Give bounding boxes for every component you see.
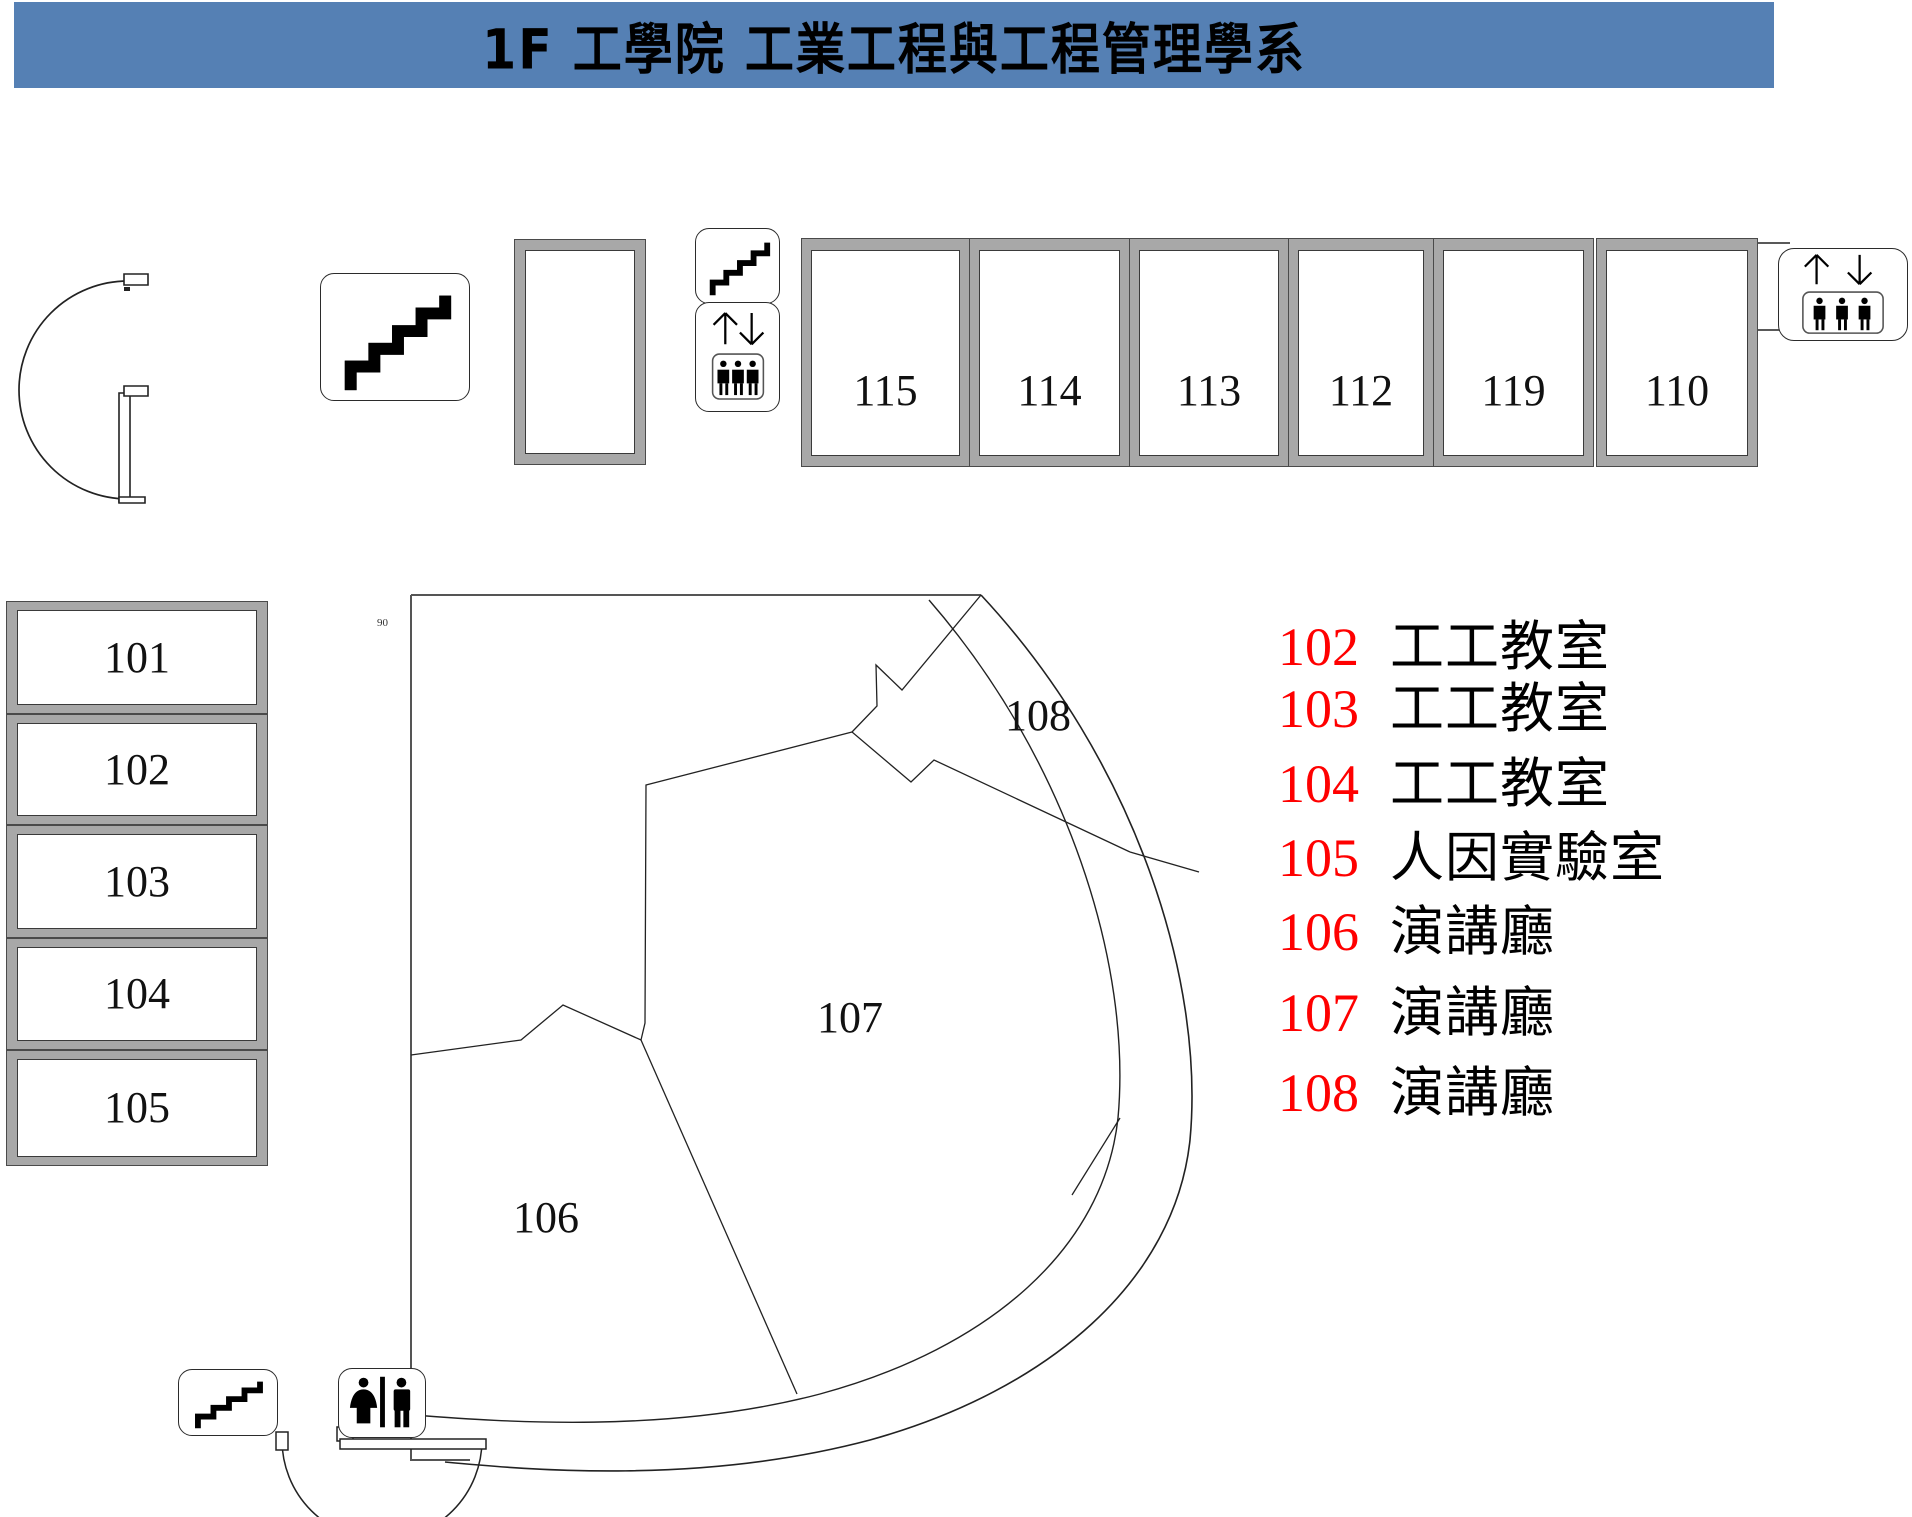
room-number: 103 <box>104 856 170 906</box>
room-legend: 102 工工教室 103 工工教室 104 工工教室 105 人因實驗室 106… <box>1278 615 1898 1126</box>
legend-row: 107 演講廳 <box>1278 980 1898 1044</box>
room-number: 114 <box>1017 366 1082 415</box>
corridor-wall-bottom <box>340 1439 486 1449</box>
fan-radial-wall <box>641 1040 797 1394</box>
room-box-110[interactable]: 110 <box>1596 238 1758 467</box>
room-box-102[interactable]: 102 <box>6 714 268 825</box>
legend-room-label: 人因實驗室 <box>1390 825 1665 889</box>
room-box-114[interactable]: 114 <box>969 238 1130 467</box>
elevator-icon-plaque-top-right[interactable] <box>1778 248 1908 341</box>
room-interior: 115 <box>811 250 960 456</box>
door-marker-left <box>276 1432 288 1450</box>
room-number: 119 <box>1481 366 1546 415</box>
legend-row: 102 工工教室 <box>1278 615 1898 678</box>
legend-room-label: 演講廳 <box>1390 1060 1555 1124</box>
room-interior: 114 <box>979 250 1120 456</box>
fan-divider-108-107 <box>852 595 1130 852</box>
room-box-unnumbered[interactable] <box>514 239 646 465</box>
legend-row: 108 演講廳 <box>1278 1060 1898 1124</box>
stairs-icon-plaque-top-left[interactable] <box>320 273 470 401</box>
room-box-103[interactable]: 103 <box>6 825 268 938</box>
legend-row: 105 人因實驗室 <box>1278 825 1898 889</box>
legend-room-number: 102 <box>1278 617 1359 677</box>
hall-label-107: 107 <box>817 993 883 1042</box>
fan-outer-arc <box>445 595 1192 1471</box>
room-number: 101 <box>104 632 170 682</box>
elevator-icon-plaque-top-middle[interactable] <box>695 302 780 412</box>
legend-row: 104 工工教室 <box>1278 751 1898 815</box>
room-interior: 105 <box>17 1059 257 1157</box>
legend-room-label: 工工教室 <box>1390 751 1610 815</box>
stairwell-wall <box>119 393 130 502</box>
door-marker-mid <box>124 386 148 396</box>
room-number: 115 <box>853 366 918 415</box>
hall-label-106: 106 <box>513 1193 579 1242</box>
room-number: 105 <box>104 1083 170 1132</box>
legend-room-label: 演講廳 <box>1390 900 1555 964</box>
room-box-101[interactable]: 101 <box>6 601 268 714</box>
fan-connector-108 <box>1130 852 1199 872</box>
room-interior <box>525 250 635 454</box>
restroom-icon-plaque[interactable] <box>338 1368 426 1438</box>
fan-left-wall <box>411 595 470 1460</box>
room-number: 112 <box>1328 366 1394 415</box>
legend-room-number: 105 <box>1278 827 1359 888</box>
room-interior: 112 <box>1298 250 1424 456</box>
stairs-icon <box>709 242 771 296</box>
room-box-104[interactable]: 104 <box>6 938 268 1050</box>
fan-inner-arc <box>413 600 1120 1422</box>
legend-room-label: 工工教室 <box>1390 677 1610 741</box>
room-interior: 104 <box>17 947 257 1041</box>
elevator-icon <box>711 312 765 400</box>
room-number: 102 <box>104 744 170 794</box>
fan-partition-outer-a <box>1072 1118 1120 1195</box>
legend-room-number: 103 <box>1278 679 1359 740</box>
room-interior: 102 <box>17 723 257 816</box>
door-marker-top <box>124 274 148 285</box>
room-interior: 119 <box>1443 250 1584 456</box>
legend-room-number: 107 <box>1278 982 1359 1043</box>
legend-room-number: 106 <box>1278 902 1359 963</box>
room-interior: 103 <box>17 834 257 929</box>
stairs-icon-plaque-bottom-left[interactable] <box>178 1369 278 1436</box>
fan-divider-107-106 <box>411 732 852 1055</box>
legend-room-label: 工工教室 <box>1390 615 1610 678</box>
legend-row: 106 演講廳 <box>1278 900 1898 964</box>
room-box-113[interactable]: 113 <box>1129 238 1289 467</box>
room-interior: 101 <box>17 610 257 705</box>
room-box-115[interactable]: 115 <box>801 238 970 467</box>
room-box-112[interactable]: 112 <box>1288 238 1434 467</box>
stairwell-arc <box>19 281 128 499</box>
legend-room-number: 104 <box>1278 753 1359 814</box>
room-number: 113 <box>1176 366 1242 415</box>
legend-row: 103 工工教室 <box>1278 677 1898 741</box>
page-title-bar: 1F 工學院 工業工程與工程管理學系 <box>14 2 1774 88</box>
room-interior: 113 <box>1139 250 1279 456</box>
room-number: 110 <box>1644 366 1710 415</box>
room-number: 104 <box>104 969 170 1018</box>
room-interior: 110 <box>1606 250 1748 456</box>
angle-annotation: 90 <box>377 617 388 629</box>
legend-room-label: 演講廳 <box>1390 980 1555 1044</box>
stairs-icon <box>195 1381 263 1429</box>
stairs-icon-plaque-top-middle[interactable] <box>695 228 780 304</box>
restroom-icon <box>349 1376 411 1428</box>
room-box-105[interactable]: 105 <box>6 1050 268 1166</box>
legend-room-number: 108 <box>1278 1062 1359 1123</box>
elevator-icon <box>1802 254 1884 334</box>
room-box-119[interactable]: 119 <box>1433 238 1594 467</box>
page-title: 1F 工學院 工業工程與工程管理學系 <box>482 17 1306 82</box>
corridor-door-arc <box>282 1440 482 1517</box>
stairs-icon <box>344 295 452 391</box>
hall-label-108: 108 <box>1005 691 1071 740</box>
